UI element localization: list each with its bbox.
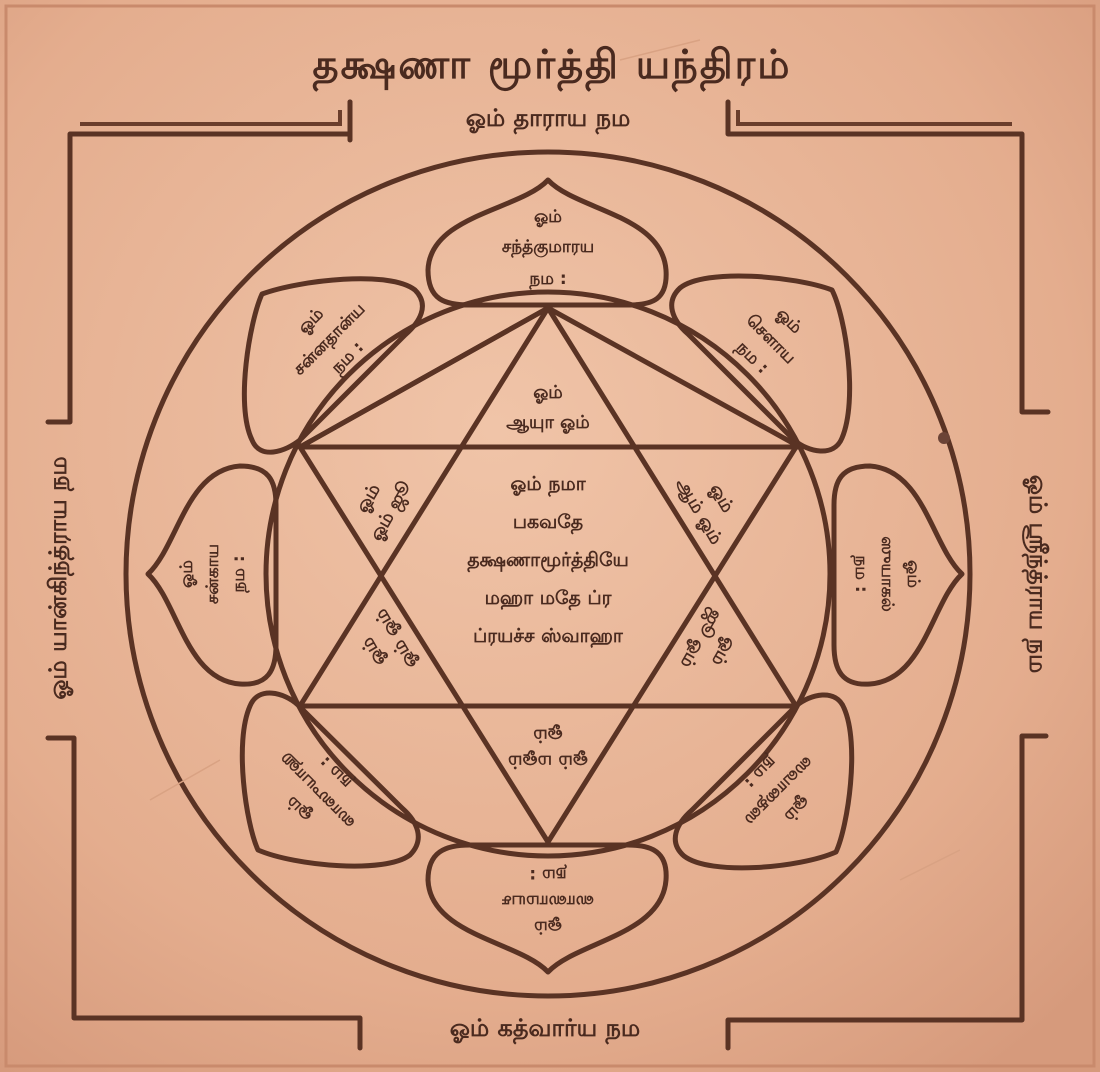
side-mantra-top: ஓம் தாராய நம — [466, 104, 631, 135]
petal-left-line-2: சன்காய — [203, 544, 223, 604]
hexagram — [297, 305, 803, 845]
petal-top-line-3: நம : — [528, 269, 566, 289]
central-mantra: ஓம் நமா பகவதே தக்ஷணாமூர்த்தியே மஹா மதே ப… — [467, 473, 629, 647]
petal-bottom — [425, 842, 669, 975]
yantra-title: தக்ஷணா மூர்த்தி யந்திரம் — [313, 42, 792, 92]
side-mantra-bottom: ஓம் கத்வார்ய நம — [450, 1014, 640, 1045]
petal-top-left — [241, 276, 425, 455]
petal-top-line-2: சந்த்குமாரய — [502, 237, 594, 257]
bhupura-frame — [45, 99, 1051, 1051]
center-line-4: மஹா மதே ப்ர — [485, 587, 613, 611]
side-mantra-right: ஓம் ஸ்ரீந்த்ராய நம — [1021, 475, 1052, 674]
petal-right — [831, 463, 965, 687]
petal-top-right — [669, 273, 853, 454]
triangle-top-line-1: ஓம் — [533, 382, 563, 403]
petal-right-line-3: நம : — [851, 554, 871, 592]
petal-bottom-line-2: ஸாஸாமயச — [501, 891, 594, 911]
outer-circle — [123, 149, 973, 999]
petal-left — [145, 463, 279, 687]
petal-top — [425, 177, 669, 308]
triangle-bottom-line-2: ஓம் — [533, 725, 563, 746]
triangle-top-line-2: ஆயுா ஓம் — [506, 412, 589, 433]
triangle-bottom-line-1: ஓம் மஓம் — [508, 751, 588, 772]
center-line-5: ப்ரயச்ச ஸ்வாஹா — [473, 625, 624, 647]
surface-scratches — [149, 39, 961, 881]
center-line-3: தக்ஷணாமூர்த்தியே — [467, 549, 629, 573]
petal-bottom-line-1: ஓம் — [534, 917, 562, 937]
inner-circle — [263, 289, 833, 859]
center-line-1: ஓம் நமா — [510, 473, 586, 497]
plate-edge — [4, 4, 1096, 1068]
petal-right-line-1: ஓம் — [903, 560, 923, 588]
petal-right-line-2: ஸுயாகல் — [877, 536, 897, 612]
side-mantra-left: ஓம் யான்கிந்த்ராய நம — [44, 456, 75, 699]
petal-bottom-line-3: நம : — [529, 865, 567, 885]
center-line-2: பகவதே — [513, 511, 583, 535]
petal-left-line-1: ஓம் — [177, 560, 197, 588]
petal-left-line-3: நம : — [229, 555, 249, 593]
rivet-mark — [938, 432, 950, 444]
petal-top-line-1: ஓம் — [534, 207, 562, 227]
